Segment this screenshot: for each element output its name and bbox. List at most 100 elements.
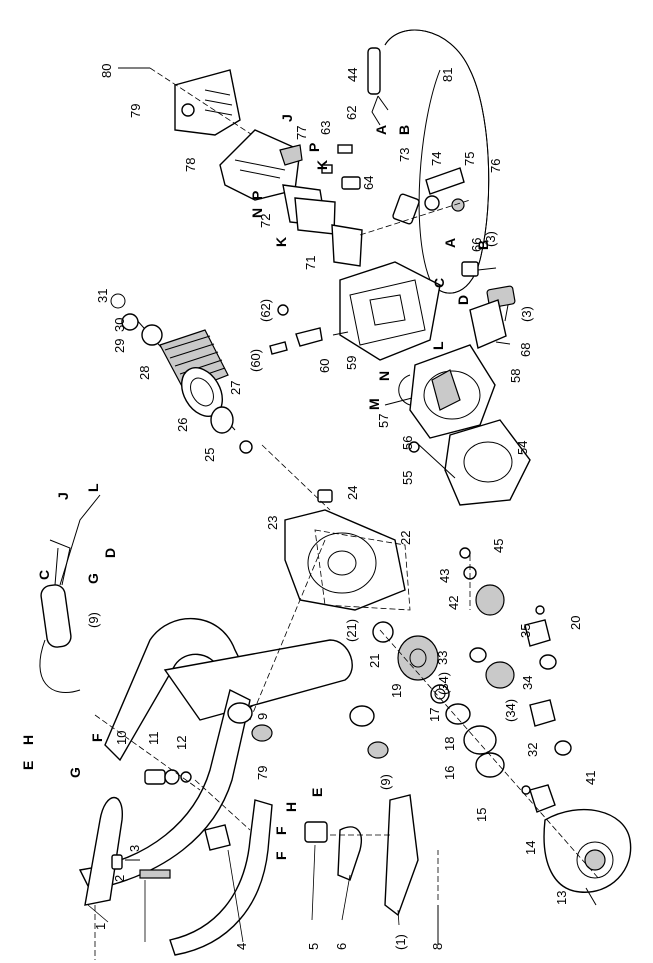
callout-53: 54 [515, 441, 530, 455]
letter-J-cable: L [85, 483, 101, 492]
callout-58: 59 [344, 356, 359, 370]
gear-cover [543, 808, 632, 906]
callout-78: 81 [440, 68, 455, 82]
letter-D-motor: D [455, 295, 471, 305]
callout-79-label: 79 [255, 766, 270, 780]
callout-30: 28 [137, 366, 152, 380]
callout-24: 22 [398, 531, 413, 545]
callout-73: 76 [488, 159, 503, 173]
callout-54: 55 [400, 471, 415, 485]
callout-34: 32 [525, 743, 540, 757]
callout-35: (34) [503, 699, 518, 722]
callout-15: 14 [523, 841, 538, 855]
callout-26: 24 [345, 486, 360, 500]
letter-H-trigger: E [309, 788, 325, 797]
callout-68: 71 [303, 256, 318, 270]
callout-60p: 62 [344, 106, 359, 120]
letter-G-left: H [20, 735, 36, 745]
callout-41: 42 [446, 596, 461, 610]
stator [384, 344, 496, 439]
callout-39: 35 [518, 624, 533, 638]
callout-6: 6 [334, 943, 349, 950]
letter-J-top: P [249, 191, 265, 200]
callout-22: 21 [367, 654, 382, 668]
callout-13: 12 [174, 736, 189, 750]
callout-1: 1 [93, 923, 108, 930]
switch-assembly [219, 129, 363, 267]
letter-B-motor: B [475, 240, 491, 250]
letter-H-left: E [20, 761, 36, 770]
callout-77: 80 [99, 64, 114, 78]
letter-N-motor: N [376, 371, 392, 381]
callout-34q: 34 [520, 676, 535, 690]
trigger-parts [304, 794, 439, 945]
callout-8: 8 [430, 943, 445, 950]
callout-28: 26 [175, 418, 190, 432]
callout-9: 9 [255, 713, 270, 720]
letter-M-motor: M [366, 398, 382, 410]
letter-E-left: F [89, 733, 105, 742]
callout-4: 4 [234, 943, 249, 950]
callout-33: 31 [95, 289, 110, 303]
callout-62: (62) [258, 299, 273, 322]
letter-C-motor: C [431, 278, 447, 288]
callout-27: 25 [202, 448, 217, 462]
letter-F-trigger-label: F [273, 851, 289, 860]
callout-16: 15 [474, 808, 489, 822]
callout-44: 44 [345, 68, 360, 82]
switch-cover [118, 67, 261, 141]
callout-32: 30 [112, 318, 127, 332]
callout-71: 74 [429, 152, 444, 166]
callout-62p: 63 [318, 121, 333, 135]
letter-A-motor: A [442, 238, 458, 248]
callout-45: 45 [491, 539, 506, 553]
callout-11: 10 [114, 731, 129, 745]
letter-N-top: K [273, 237, 289, 247]
letter-C-cable: D [102, 548, 118, 558]
callout-76: 79 [128, 104, 143, 118]
callout-75: 78 [183, 158, 198, 172]
callout-43: 43 [437, 569, 452, 583]
callout-56: 57 [376, 414, 391, 428]
callout-10: (9) [86, 612, 101, 628]
letter-K-cable: J [55, 492, 71, 500]
letter-F-left: G [67, 767, 83, 778]
letter-L-motor: L [430, 341, 446, 350]
leader-lines [87, 844, 439, 945]
callout-29: 27 [228, 381, 243, 395]
callout-25: 23 [265, 516, 280, 530]
callout-59: 60 [317, 359, 332, 373]
callout-labels: 80 79 78 77 63 62 44 81 73 74 75 76 64 7… [86, 64, 598, 950]
callout-21p: 20 [568, 616, 583, 630]
callout-42: 41 [583, 771, 598, 785]
callout-12: 11 [146, 732, 161, 746]
motor-housing [269, 261, 511, 361]
callout-19: 18 [442, 737, 457, 751]
wire-letters: A B J P K P N K A B C D L N M J L C D G … [20, 114, 491, 860]
housing-screw [408, 441, 456, 479]
callout-57: 58 [508, 369, 523, 383]
callout-18: 17 [427, 708, 442, 722]
callout-3q: 68 [518, 343, 533, 357]
letter-E-trigger: F [273, 826, 289, 835]
switch-small-parts [321, 144, 471, 236]
callout-55: 56 [400, 436, 415, 450]
callout-34p: 33 [435, 651, 450, 665]
callout-5: 5 [306, 943, 321, 950]
callout-14: 13 [554, 891, 569, 905]
callout-63: 64 [361, 176, 376, 190]
axle-parts [144, 769, 192, 785]
callout-31: 29 [112, 339, 127, 353]
callout-20: 19 [389, 684, 404, 698]
gear-housing [284, 489, 411, 611]
letter-P-mid: N [249, 208, 265, 218]
callout-23: (21) [344, 619, 359, 642]
handle-frame [78, 618, 389, 956]
letter-M-top: P [306, 143, 322, 152]
callout-69: 72 [258, 214, 273, 228]
letter-P-top: J [279, 114, 295, 122]
callout-paren-9: (9) [378, 774, 393, 790]
letter-L-cable: C [36, 570, 52, 580]
callout-2: 2 [112, 875, 127, 882]
